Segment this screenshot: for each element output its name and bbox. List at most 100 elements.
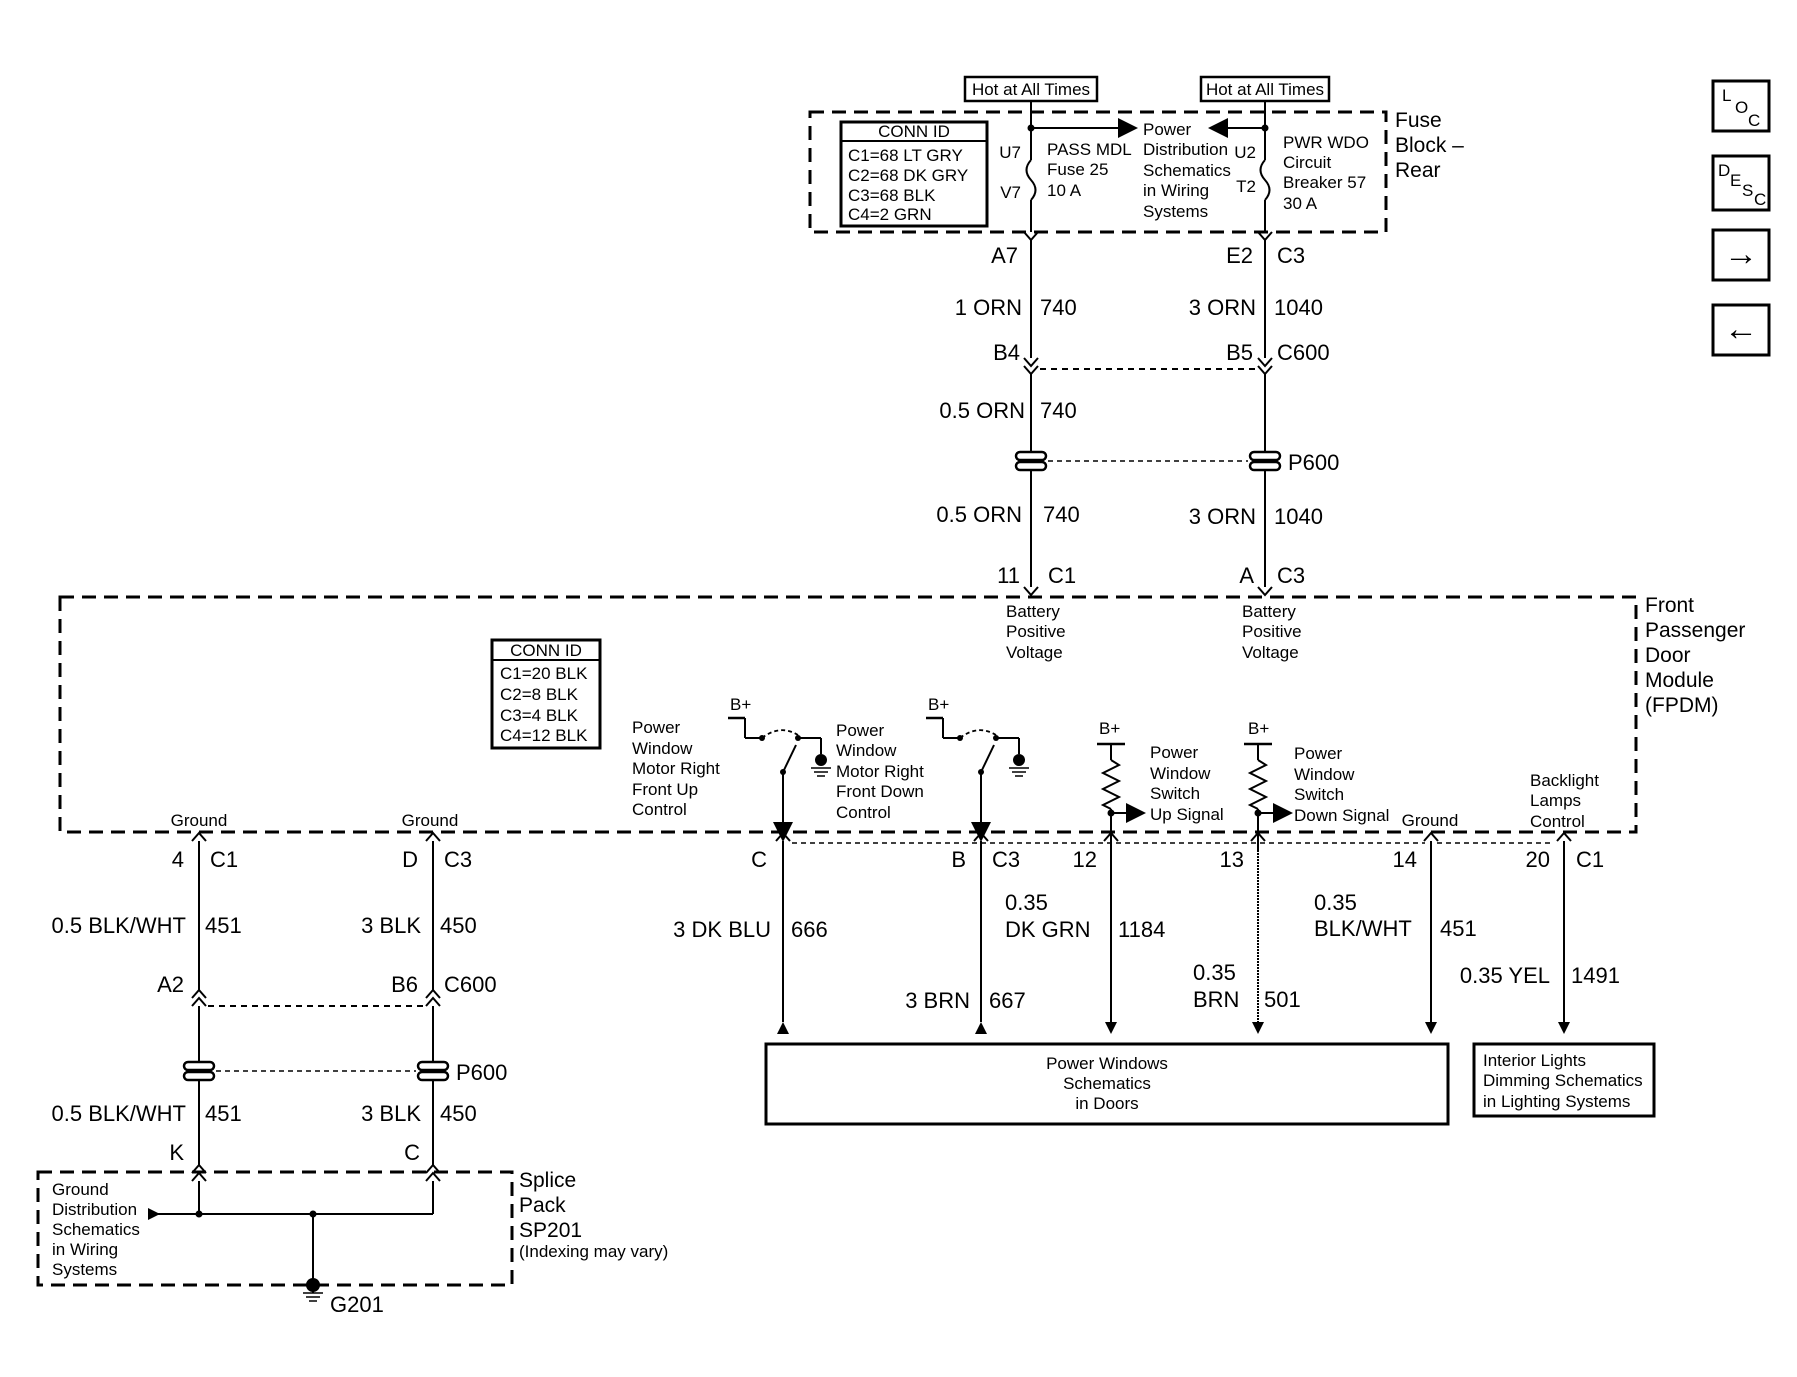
bplus-label: B+ xyxy=(928,695,949,714)
fuse-conn-id-line: C2=68 DK GRY xyxy=(848,166,968,185)
ground-dist-label: Ground xyxy=(52,1180,109,1199)
wire-circuit: 451 xyxy=(205,1101,242,1126)
wire-circuit: 450 xyxy=(440,913,477,938)
module-conn-id-line: C2=8 BLK xyxy=(500,685,579,704)
wire-circuit: 501 xyxy=(1264,987,1301,1012)
splice-note: (Indexing may vary) xyxy=(519,1242,668,1261)
down-control-label: Motor Right xyxy=(836,762,924,781)
output-pin: B xyxy=(951,847,966,872)
up-control-label: Window xyxy=(632,739,693,758)
up-signal-label: Power xyxy=(1150,743,1199,762)
up-control-label: Control xyxy=(632,800,687,819)
ground-dist-label: in Wiring xyxy=(52,1240,118,1259)
wire-gauge: 0.35 YEL xyxy=(1460,963,1550,988)
arrow-left-icon: ← xyxy=(1724,310,1758,348)
next-page-button[interactable]: → xyxy=(1711,228,1771,282)
down-control-label: Power xyxy=(836,721,885,740)
output-pin: 14 xyxy=(1393,847,1417,872)
wire-gauge: 0.35 xyxy=(1005,890,1048,915)
wire-gauge: 0.5 BLK/WHT xyxy=(52,913,186,938)
wire-gauge: 3 BLK xyxy=(361,1101,421,1126)
wire-circuit: 451 xyxy=(1440,916,1477,941)
down-signal-label: Power xyxy=(1294,744,1343,763)
splice-pin-a: K xyxy=(169,1140,184,1165)
bplus-label: B+ xyxy=(730,695,751,714)
down-signal-label: Down Signal xyxy=(1294,806,1389,825)
wire-gauge: 3 BLK xyxy=(361,913,421,938)
inline-pin-right: B5 xyxy=(1226,340,1253,365)
power-windows-box-label: Power Windows xyxy=(1046,1054,1168,1073)
wire-circuit: 1491 xyxy=(1571,963,1620,988)
down-control-label: Window xyxy=(836,741,897,760)
output-pin: 12 xyxy=(1073,847,1097,872)
output-pin: C xyxy=(751,847,767,872)
battery-voltage-left: Battery xyxy=(1006,602,1060,621)
module-title: Front xyxy=(1645,594,1694,617)
desc-button[interactable]: D E S C xyxy=(1711,154,1771,212)
loc-letter: C xyxy=(1748,111,1760,130)
power-dist-label: Power xyxy=(1143,120,1192,139)
ground-pin-b: D xyxy=(402,847,418,872)
ground-pin-a: 4 xyxy=(172,847,184,872)
wire-circuit: 1040 xyxy=(1274,295,1323,320)
module-pin-left: 11 xyxy=(997,563,1020,588)
output-conn: C3 xyxy=(992,847,1020,872)
backlight-label: Control xyxy=(1530,812,1585,831)
arrow-right-icon: → xyxy=(1724,235,1758,273)
desc-letter: S xyxy=(1742,181,1753,200)
bplus-label: B+ xyxy=(1248,719,1269,738)
output-conn: C1 xyxy=(1576,847,1604,872)
wire-gauge: 0.5 BLK/WHT xyxy=(52,1101,186,1126)
fuse-terminal-bottom: V7 xyxy=(1000,183,1021,202)
up-control-label: Motor Right xyxy=(632,759,720,778)
fuse-label: PASS MDL xyxy=(1047,140,1132,159)
ground-dist-label: Schematics xyxy=(52,1220,140,1239)
fuse-block-title-2: Block – xyxy=(1395,134,1464,157)
fuse-block-rear: Hot at All Times Hot at All Times Fuse B… xyxy=(808,75,1464,234)
wire-circuit: 667 xyxy=(989,988,1026,1013)
power-windows-box-label: Schematics xyxy=(1063,1074,1151,1093)
ground-label-left: Ground xyxy=(171,811,228,830)
wire-gauge: 3 BRN xyxy=(905,988,970,1013)
ground-point-label: G201 xyxy=(330,1292,384,1317)
module-title: (FPDM) xyxy=(1645,694,1718,717)
backlight-label: Backlight xyxy=(1530,771,1599,790)
ground-label: Ground xyxy=(1402,811,1459,830)
wire-gauge: 3 ORN xyxy=(1189,295,1256,320)
inline-conn: C600 xyxy=(1277,340,1330,365)
desc-letter: E xyxy=(1730,171,1741,190)
module-conn-id-line: C3=4 BLK xyxy=(500,706,579,725)
module-conn-id-line: C1=20 BLK xyxy=(500,664,588,683)
module-conn-left: C1 xyxy=(1048,563,1076,588)
module-pin-right: A xyxy=(1239,563,1254,588)
splice-label: P600 xyxy=(1288,450,1339,475)
output-pin: 20 xyxy=(1526,847,1550,872)
ground-inline-pin-b: B6 xyxy=(391,972,418,997)
fuse-conn-id-line: C1=68 LT GRY xyxy=(848,146,963,165)
loc-button[interactable]: L O C xyxy=(1711,79,1771,133)
battery-voltage-right: Voltage xyxy=(1242,643,1299,662)
ground-circuits: 4 C1 D C3 0.5 BLK/WHT 451 3 BLK 450 A2 B… xyxy=(36,831,668,1317)
power-dist-label: Schematics xyxy=(1143,161,1231,180)
down-control-label: Front Down xyxy=(836,782,924,801)
feed-circuits: A7 E2 C3 1 ORN 740 3 ORN 1040 B4 B5 C600… xyxy=(936,231,1339,597)
feed-right-conn: C3 xyxy=(1277,243,1305,268)
fuse-conn-id-line: C3=68 BLK xyxy=(848,186,936,205)
down-signal-label: Window xyxy=(1294,765,1355,784)
breaker-label: 30 A xyxy=(1283,194,1318,213)
wire-circuit: 1184 xyxy=(1118,917,1165,942)
wire-circuit: 740 xyxy=(1043,502,1080,527)
ground-inline-conn: C600 xyxy=(444,972,497,997)
wire-gauge: 0.35 xyxy=(1314,890,1357,915)
wire-circuit: 1040 xyxy=(1274,504,1323,529)
prev-page-button[interactable]: ← xyxy=(1711,303,1771,357)
module-title: Passenger xyxy=(1645,619,1745,642)
breaker-label: Circuit xyxy=(1283,153,1331,172)
down-control-label: Control xyxy=(836,803,891,822)
wire-gauge: 0.5 ORN xyxy=(936,502,1022,527)
feed-right-pin: E2 xyxy=(1226,243,1253,268)
fpdm-module: Front Passenger Door Module (FPDM) Batte… xyxy=(58,594,1745,850)
hot-label-right: Hot at All Times xyxy=(1206,80,1324,99)
